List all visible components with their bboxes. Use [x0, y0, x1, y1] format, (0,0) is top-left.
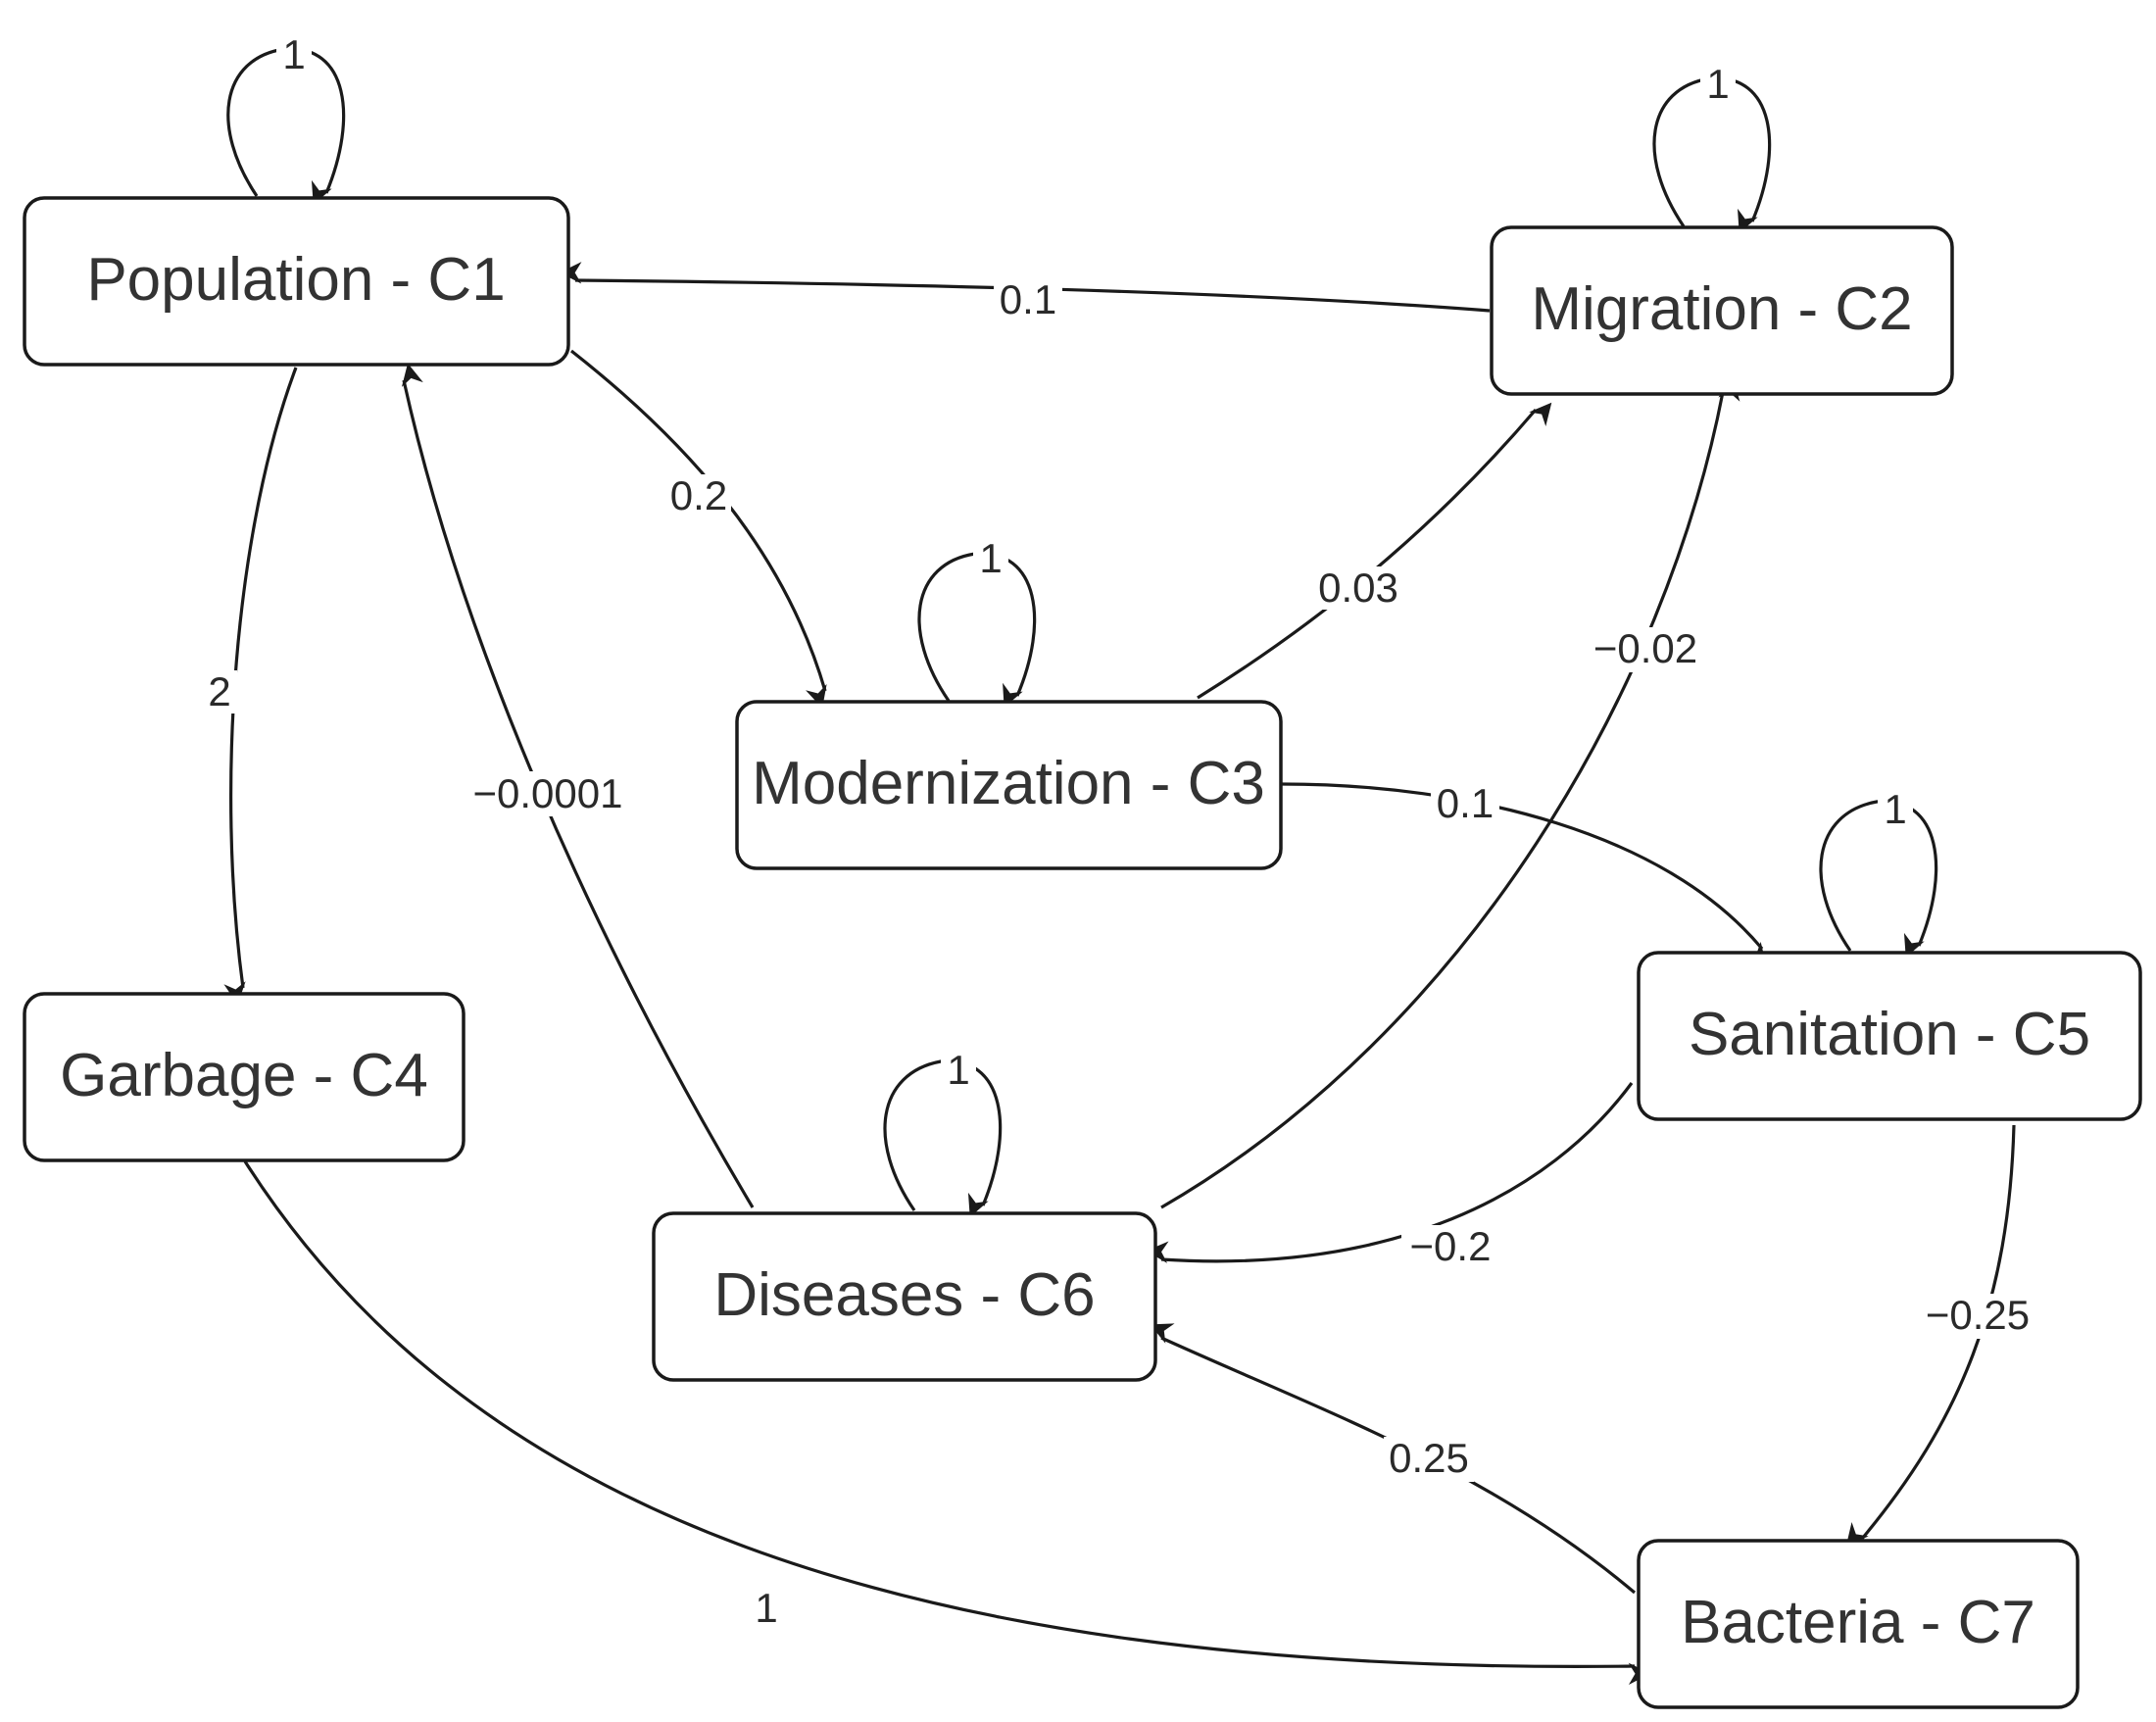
edge-c1-c4: 2: [202, 367, 298, 1005]
edge-weight-label: 1: [1884, 786, 1906, 832]
edge-weight-label: 0.1: [1000, 276, 1056, 322]
edge-c1-c1: 1: [226, 31, 346, 205]
edge-c7-c6: 0.25: [1150, 1323, 1637, 1595]
edge-weight-label: 1: [282, 31, 305, 77]
edge-c6-c2: −0.02: [1160, 377, 1740, 1209]
edge-weight-label: −0.0001: [473, 770, 623, 816]
node-sanitation-c5: Sanitation - C5: [1637, 951, 2142, 1121]
edge-c2-c2: 1: [1652, 61, 1772, 233]
edge-weight-label: 0.1: [1437, 780, 1494, 826]
edge-weight-label: 1: [947, 1047, 969, 1093]
edge-weight-label: 0.25: [1389, 1435, 1469, 1481]
edge-c5-c6: −0.2: [1146, 1082, 1634, 1270]
node-population-c1: Population - C1: [23, 196, 570, 367]
node-label: Sanitation - C5: [1689, 1001, 2090, 1068]
edge-weight-label: 0.03: [1318, 565, 1398, 611]
edge-c3-c3: 1: [917, 535, 1037, 708]
edge-c3-c5: 0.1: [1281, 780, 1767, 966]
node-label: Garbage - C4: [60, 1042, 428, 1109]
edge-weight-label: 1: [979, 535, 1002, 581]
node-migration-c2: Migration - C2: [1490, 225, 1954, 396]
edge-weight-label: 0.2: [670, 472, 727, 518]
edge-c6-c6: 1: [883, 1047, 1003, 1217]
edge-c5-c5: 1: [1819, 786, 1938, 958]
edge-c3-c2: 0.03: [1197, 402, 1552, 700]
node-bacteria-c7: Bacteria - C7: [1637, 1539, 2080, 1709]
node-diseases-c6: Diseases - C6: [652, 1211, 1157, 1382]
edge-c1-c3: 0.2: [570, 349, 827, 709]
node-modernization-c3: Modernization - C3: [735, 700, 1283, 870]
edge-weight-label: −0.2: [1410, 1223, 1492, 1269]
node-label: Population - C1: [86, 246, 505, 314]
edge-weight-label: −0.02: [1593, 625, 1697, 671]
node-garbage-c4: Garbage - C4: [23, 992, 466, 1162]
node-label: Modernization - C3: [752, 750, 1265, 817]
node-label: Bacteria - C7: [1681, 1589, 2035, 1656]
edge-weight-label: −0.25: [1926, 1292, 2030, 1338]
edge-c2-c1: 0.1: [559, 262, 1491, 322]
edge-c4-c7: 1: [243, 1160, 1651, 1685]
edge-weight-label: 1: [1706, 61, 1729, 107]
node-label: Diseases - C6: [713, 1261, 1095, 1329]
edge-weight-label: 2: [208, 668, 230, 714]
edge-c6-c1: −0.0001: [401, 363, 755, 1208]
node-label: Migration - C2: [1531, 275, 1912, 343]
edge-c5-c7: −0.25: [1845, 1124, 2040, 1547]
edge-weight-label: 1: [755, 1585, 777, 1631]
